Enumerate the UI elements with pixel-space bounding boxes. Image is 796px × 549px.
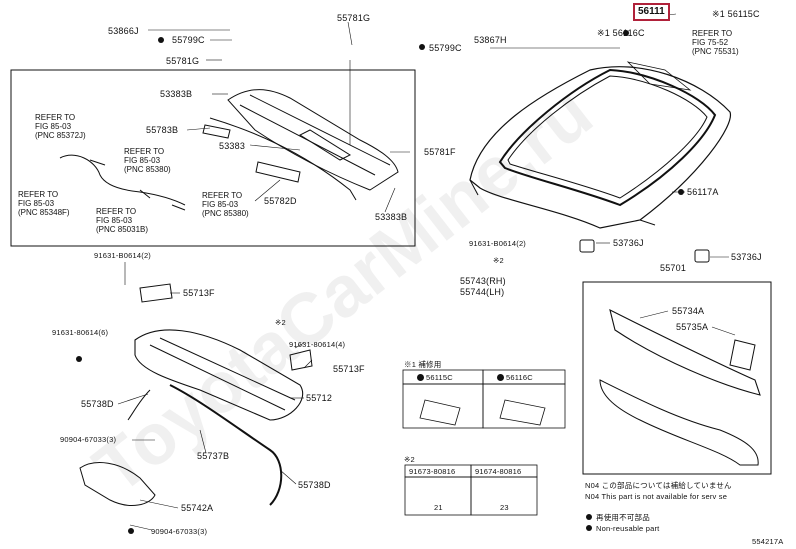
refer-85380-a[interactable]: REFER TO FIG 85-03 (PNC 85380) [124,147,171,174]
part-55781g-right: 55781G [337,13,371,23]
part-55781g-top: 55781G [166,56,200,66]
diagram-number: 554217A [752,537,784,546]
part-55799c-top: 55799C [172,35,205,45]
part-55738d-right: 55738D [298,480,331,490]
part-56115c-top: ※1 56115C [712,9,760,19]
part-56116c-top: ※1 56116C [597,28,645,38]
refer-85380-b[interactable]: REFER TO FIG 85-03 (PNC 85380) [202,191,249,218]
refer-85372j[interactable]: REFER TO FIG 85-03 (PNC 85372J) [35,113,86,140]
mark-note2-b: ※2 [275,318,286,327]
legend-title-2: ※2 [404,455,415,464]
nonreusable-markers [76,30,684,534]
seal-55738d-left [127,389,151,421]
part-53383b-top: 53383B [160,89,193,99]
part-55783b: 55783B [146,125,179,135]
part-91631-b0614-left: 91631-B0614(2) [94,251,152,260]
part-55743: 55743(RH) [460,276,506,286]
part-55734a: 55734A [672,306,705,316]
cowl-group-box [10,69,416,247]
legend-screw-2: 91674-80816 [475,467,522,476]
note-n04-jp: N04 この部品については補給していません [585,481,732,490]
note-nonreusable-en: Non-reusable part [596,524,660,533]
legend-boxes [402,369,566,516]
part-53867h: 53867H [474,35,507,45]
legend-code-56116c: 56116C [497,373,533,383]
part-53866j: 53866J [108,26,139,36]
clip-53736j-right [694,249,710,263]
part-91631-80614-4: 91631-80614(4) [289,340,346,349]
legend-dim-21: 21 [434,503,443,512]
part-90904-67033-bottom: 90904-67033(3) [151,527,208,536]
part-55701: 55701 [660,263,687,273]
legend-code-56115c: 56115C [417,373,453,383]
refer-85348f[interactable]: REFER TO FIG 85-03 (PNC 85348F) [18,190,70,217]
note-nonreusable-jp: 再使用不可部品 [596,513,650,522]
part-55738d-left: 55738D [81,399,114,409]
lower-cowl-panel [134,283,313,421]
part-53736j-right: 53736J [731,252,762,262]
part-55713f-bottom: 55713F [333,364,365,374]
clip-53736j-left [579,239,595,253]
part-55713f-top: 55713F [183,288,215,298]
bracket-55742a [79,462,156,506]
leader-lines [117,13,736,531]
washer-hose [59,154,186,206]
part-55799c-right: 55799C [429,43,462,53]
windshield-frame-box [582,281,772,475]
part-55781f: 55781F [424,147,456,157]
legend-screw-1: 91673-80816 [409,467,456,476]
part-53736j-left: 53736J [613,238,644,248]
part-53383: 53383 [219,141,246,151]
part-56117a: 56117A [687,187,719,197]
seal-55737b [169,384,283,506]
refer-75531[interactable]: REFER TO FIG 75-52 (PNC 75531) [692,29,739,56]
part-55712: 55712 [306,393,333,403]
part-91631-b0614-right: 91631-B0614(2) [469,239,527,248]
frame-55701 [599,308,761,466]
note-n04-en: N04 This part is not available for serv … [585,492,728,501]
mark-note2-a: ※2 [493,256,504,265]
part-91631-80614-6: 91631-80614(6) [52,328,109,337]
refer-85031b[interactable]: REFER TO FIG 85-03 (PNC 85031B) [96,207,149,234]
part-90904-67033-top: 90904-67033(3) [60,435,117,444]
hood-panel [469,61,732,229]
legend-dim-23: 23 [500,503,509,512]
part-55744: 55744(LH) [460,287,505,297]
part-55737b: 55737B [197,451,230,461]
cowl-panel [202,89,399,201]
part-53383b-bottom: 53383B [375,212,408,222]
part-56111-highlight[interactable]: 56111 [633,3,670,21]
part-55742a: 55742A [181,503,214,513]
part-55735a: 55735A [676,322,709,332]
legend-title-1: ※1 補修用 [404,360,442,369]
part-55782d: 55782D [264,196,297,206]
